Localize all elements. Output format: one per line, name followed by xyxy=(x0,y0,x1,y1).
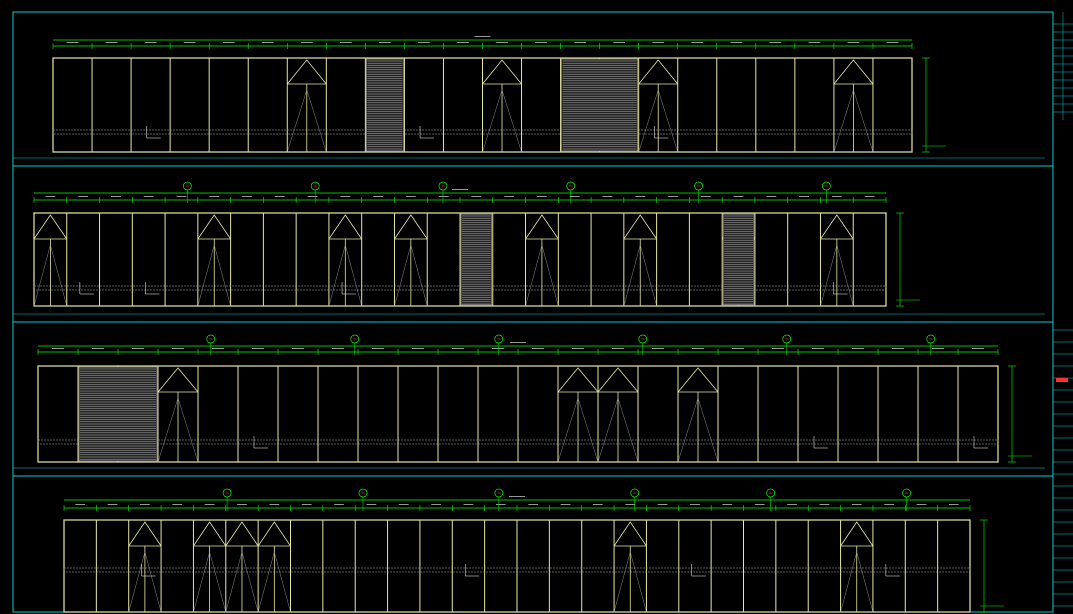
door-swing xyxy=(613,551,647,613)
door-swing xyxy=(287,89,327,153)
door-transom xyxy=(840,521,874,547)
door-swing xyxy=(623,244,657,307)
door-swing xyxy=(677,397,719,463)
door-swing xyxy=(394,244,428,307)
door-swing xyxy=(328,244,362,307)
door-swing xyxy=(597,397,639,463)
door-transom xyxy=(820,214,854,240)
door-transom xyxy=(157,367,199,393)
transom-rail xyxy=(37,439,999,445)
door-swing xyxy=(193,551,226,613)
door-transom xyxy=(482,59,522,85)
door-swing xyxy=(820,244,854,307)
door-transom xyxy=(613,521,647,547)
door-transom xyxy=(557,367,599,393)
door-swing xyxy=(157,397,199,463)
louvre-panel xyxy=(78,366,158,462)
louvre-panel xyxy=(460,213,493,306)
door-transom xyxy=(638,59,679,85)
door-swing xyxy=(482,89,522,153)
door-swing xyxy=(833,89,874,153)
transom-rail xyxy=(63,567,971,573)
door-transom xyxy=(328,214,363,240)
door-swing xyxy=(33,244,67,307)
elevation-bands xyxy=(13,157,1053,477)
door-transom xyxy=(623,214,657,240)
transom-rail xyxy=(52,129,913,135)
door-transom xyxy=(597,367,639,393)
door-swing xyxy=(225,551,259,613)
door-transom xyxy=(525,214,559,240)
door-transom xyxy=(394,214,428,240)
door-transom xyxy=(33,214,68,240)
door-transom xyxy=(128,521,162,547)
door-swing xyxy=(197,244,231,307)
louvre-panel xyxy=(722,213,755,306)
door-transom xyxy=(193,521,227,547)
door-transom xyxy=(257,521,291,547)
transom-rail xyxy=(33,285,887,291)
door-swing xyxy=(840,551,874,613)
title-block xyxy=(1053,12,1073,607)
elevation-1 xyxy=(52,36,946,153)
elevation-2 xyxy=(33,181,920,307)
door-transom xyxy=(225,521,259,547)
door-swing xyxy=(638,89,678,153)
door-transom xyxy=(286,59,327,85)
elevation-4 xyxy=(63,488,1004,613)
door-swing xyxy=(557,397,599,463)
door-swing xyxy=(128,551,162,613)
elevation-3 xyxy=(37,334,1032,463)
title-block-mark xyxy=(1056,378,1068,382)
door-transom xyxy=(833,59,874,85)
door-swing xyxy=(525,244,559,307)
door-transom xyxy=(677,367,719,393)
door-transom xyxy=(197,214,231,240)
door-swing xyxy=(257,551,291,613)
